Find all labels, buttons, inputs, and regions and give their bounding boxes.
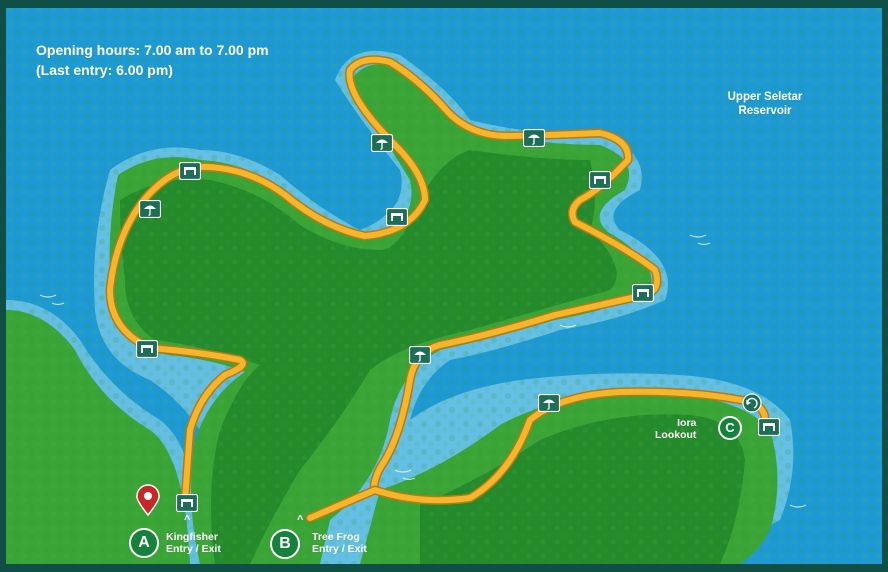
- umbrella-icon: [409, 346, 431, 364]
- location-pin-icon: [136, 484, 160, 517]
- entrance-b-badge: B: [270, 529, 300, 559]
- opening-hours: Opening hours: 7.00 am to 7.00 pm (Last …: [36, 40, 269, 80]
- bench-icon: [632, 284, 654, 302]
- umbrella-icon: [371, 134, 393, 152]
- entrance-a-badge: A: [129, 528, 159, 558]
- entrance-b-label: Tree Frog Entry / Exit: [312, 531, 367, 555]
- bench-icon: [386, 208, 408, 226]
- lookout-c-badge: C: [718, 416, 742, 440]
- bench-icon: [136, 340, 158, 358]
- entrance-a-type: Entry / Exit: [166, 543, 221, 555]
- bench-icon: [758, 418, 780, 436]
- bench-icon: [589, 171, 611, 189]
- lookout-name: Iora: [677, 417, 697, 429]
- bench-icon: [179, 162, 201, 180]
- entrance-b-name: Tree Frog: [312, 531, 360, 543]
- land: [6, 8, 882, 565]
- entrance-b-type: Entry / Exit: [312, 543, 367, 555]
- lookout-label: Iora Lookout: [655, 417, 696, 441]
- umbrella-icon: [523, 129, 545, 147]
- reservoir-label: Upper Seletar Reservoir: [727, 91, 803, 117]
- caret-up-icon: ^: [184, 514, 191, 526]
- umbrella-icon: [538, 394, 560, 412]
- bench-icon: [176, 494, 198, 512]
- umbrella-icon: [139, 200, 161, 218]
- return-arrow-icon: [742, 393, 762, 413]
- entrance-a-label: Kingfisher Entry / Exit: [166, 531, 221, 555]
- opening-hours-line: Opening hours: 7.00 am to 7.00 pm: [36, 42, 269, 58]
- lookout-type: Lookout: [655, 429, 697, 441]
- ripple-marks: [39, 234, 807, 508]
- entrance-a-name: Kingfisher: [166, 531, 218, 543]
- last-entry-line: (Last entry: 6.00 pm): [36, 62, 173, 78]
- caret-up-icon: ^: [297, 514, 304, 526]
